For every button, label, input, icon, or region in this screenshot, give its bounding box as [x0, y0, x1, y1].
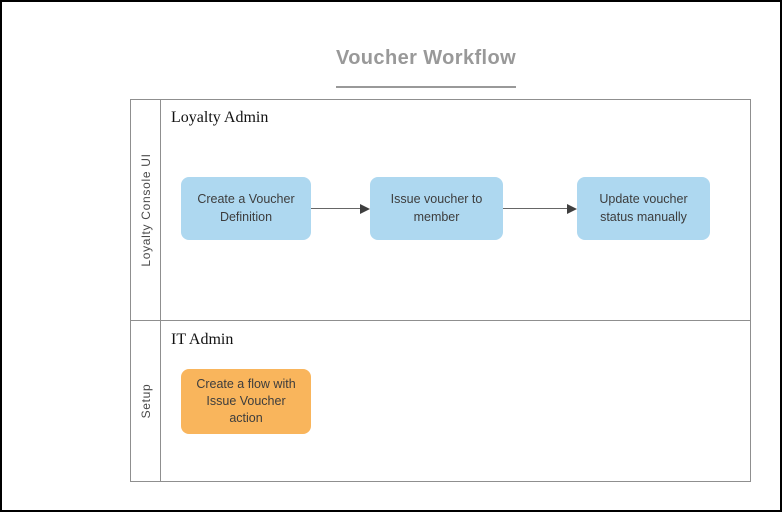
arrow-connector-2[interactable] [503, 203, 577, 214]
actor-label-it-admin: IT Admin [171, 331, 234, 348]
diagram-title-block: Voucher Workflow [266, 47, 586, 88]
swimlane-container: Loyalty Console UI Loyalty Admin Create … [130, 99, 751, 482]
arrow-connector-1[interactable] [311, 203, 370, 214]
connector-line [503, 207, 567, 210]
title-underline [336, 86, 516, 88]
node-label: Create a Voucher Definition [197, 192, 295, 224]
lane-header-label-loyalty-console-ui: Loyalty Console UI [138, 153, 153, 267]
node-create-flow-with-issue-voucher-action[interactable]: Create a flow with Issue Voucher action [181, 369, 311, 434]
lane-body-loyalty-console-ui: Loyalty Admin Create a Voucher Definitio… [161, 100, 750, 320]
node-label: Issue voucher to member [390, 192, 483, 224]
arrowhead-icon [567, 203, 577, 214]
lane-header-setup[interactable]: Setup [131, 321, 161, 481]
connector-line [311, 207, 360, 210]
node-label: Create a flow with Issue Voucher action [196, 376, 296, 426]
lane-header-loyalty-console-ui[interactable]: Loyalty Console UI [131, 100, 161, 320]
actor-label-loyalty-admin: Loyalty Admin [171, 109, 269, 126]
diagram-title: Voucher Workflow [335, 47, 517, 69]
node-update-voucher-status-manually[interactable]: Update voucher status manually [577, 177, 710, 240]
node-label: Update voucher status manually [599, 192, 688, 224]
lane-header-label-setup: Setup [138, 383, 153, 419]
node-issue-voucher-to-member[interactable]: Issue voucher to member [370, 177, 503, 240]
lane-setup: Setup IT Admin Create a flow with Issue … [131, 321, 750, 481]
node-create-voucher-definition[interactable]: Create a Voucher Definition [181, 177, 311, 240]
lane-loyalty-console-ui: Loyalty Console UI Loyalty Admin Create … [131, 100, 750, 321]
lane-body-setup: IT Admin Create a flow with Issue Vouche… [161, 321, 750, 481]
arrowhead-icon [360, 203, 370, 214]
